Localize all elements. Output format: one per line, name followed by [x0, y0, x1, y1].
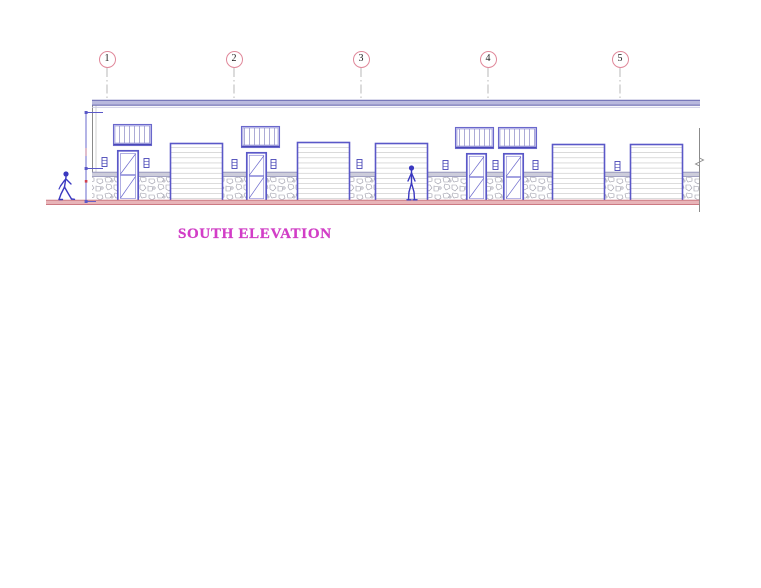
- louvre-vent-1[interactable]: [112, 123, 153, 147]
- grid-bubble-3[interactable]: 3: [352, 50, 370, 68]
- dimension-line-left: [84, 111, 103, 203]
- parapet-fill: [92, 100, 700, 106]
- wall-fixture-9[interactable]: [614, 161, 621, 171]
- personnel-door-1[interactable]: [116, 149, 140, 203]
- wall-fixture-2[interactable]: [143, 158, 150, 168]
- grid-bubble-2-label: 2: [231, 53, 237, 64]
- wall-fixtures: [101, 157, 621, 171]
- personnel-door-2[interactable]: [245, 151, 268, 203]
- louvre-vent-4[interactable]: [497, 126, 538, 150]
- wall-fixture-5[interactable]: [356, 159, 363, 169]
- louvre-vent-3[interactable]: [454, 126, 495, 150]
- dimension-marker-red: [84, 180, 88, 183]
- wall-fixture-7[interactable]: [492, 160, 499, 170]
- grid-bubble-5-label: 5: [617, 53, 623, 64]
- grid-bubble-3-label: 3: [358, 53, 364, 64]
- human-figure-standing: [406, 165, 418, 201]
- drawing-title: SOUTH ELEVATION: [178, 226, 332, 242]
- louvre-vent-2[interactable]: [240, 125, 281, 149]
- human-figures: [58, 165, 418, 201]
- dimension-tick-mid: [84, 167, 88, 170]
- dimension-tick-top: [84, 111, 88, 114]
- wall-fixture-6[interactable]: [442, 160, 449, 170]
- dimension-tick-bottom: [84, 200, 88, 203]
- grid-bubble-1-label: 1: [104, 53, 110, 64]
- wall-fixture-8[interactable]: [532, 160, 539, 170]
- roller-door-3[interactable]: [374, 142, 429, 203]
- roof-parapet-band: [92, 99, 700, 108]
- grid-bubble-2[interactable]: 2: [225, 50, 243, 68]
- grid-bubble-5[interactable]: 5: [611, 50, 629, 68]
- wall-fixture-4[interactable]: [270, 159, 277, 169]
- roller-door-1[interactable]: [169, 142, 224, 203]
- break-line-right: [694, 128, 705, 212]
- roller-door-5[interactable]: [629, 143, 684, 203]
- grid-bubble-4[interactable]: 4: [479, 50, 497, 68]
- personnel-door-4[interactable]: [502, 152, 525, 203]
- ground-line: [46, 199, 700, 206]
- building-elevation: [46, 99, 705, 212]
- roller-door-2[interactable]: [296, 141, 351, 203]
- wall-fixture-1[interactable]: [101, 157, 108, 167]
- personnel-doors: [116, 149, 525, 203]
- roller-door-4[interactable]: [551, 143, 606, 203]
- grid-bubble-1[interactable]: 1: [98, 50, 116, 68]
- wall-fixture-3[interactable]: [231, 159, 238, 169]
- louvre-vents: [112, 123, 538, 150]
- human-figure-walking: [58, 171, 76, 201]
- roller-shutter-doors: [169, 141, 684, 203]
- ground-band: [46, 200, 700, 205]
- grid-bubble-4-label: 4: [485, 53, 491, 64]
- personnel-door-3[interactable]: [465, 152, 488, 203]
